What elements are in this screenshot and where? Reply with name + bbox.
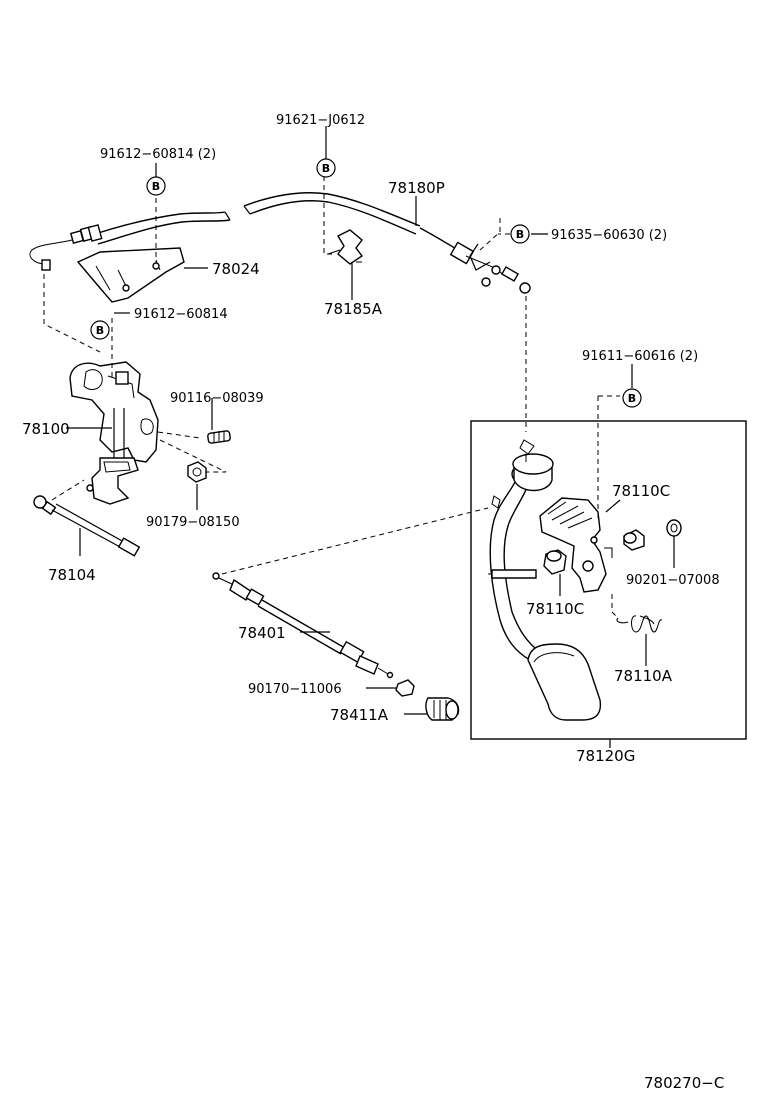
svg-text:B: B	[152, 180, 160, 193]
cap-78411a	[404, 697, 460, 721]
pedal-assembly-box	[470, 420, 747, 740]
bushing-78110c-bottom	[543, 549, 567, 596]
label-91612-60814-2: 91612−60814 (2)	[100, 147, 216, 162]
bolt-90116-08039	[207, 430, 231, 444]
label-91612-60814: 91612−60814	[134, 307, 228, 322]
label-90201-07008: 90201−07008	[626, 573, 720, 588]
label-90116-08039: 90116−08039	[170, 391, 264, 406]
label-78411a: 78411A	[330, 706, 389, 724]
label-78100: 78100	[22, 420, 70, 438]
accelerator-pedal-78120g	[488, 439, 602, 721]
accelerator-cable-78180p	[29, 192, 531, 294]
label-90179-08150: 90179−08150	[146, 515, 240, 530]
nut-90179-08150	[187, 461, 207, 483]
spring-78110a	[616, 615, 663, 666]
label-90170-11006: 90170−11006	[248, 682, 342, 697]
label-78120g: 78120G	[576, 747, 635, 765]
nut-90170-11006	[366, 679, 415, 697]
bushing-78110c-top	[605, 499, 645, 551]
bolt-marker-5: B	[622, 388, 642, 408]
label-78401: 78401	[238, 624, 286, 642]
label-78185a: 78185A	[324, 300, 383, 318]
label-78180p: 78180P	[388, 179, 445, 197]
label-78110c-bottom: 78110C	[526, 600, 584, 618]
label-78104: 78104	[48, 566, 96, 584]
dashed-leaders	[43, 176, 620, 619]
svg-text:B: B	[628, 392, 636, 405]
bolt-marker-4: B	[90, 320, 110, 340]
label-leaders	[114, 126, 633, 510]
bolt-marker-1: B	[316, 158, 336, 178]
rod-78104	[33, 495, 141, 557]
bolt-marker-2: B	[146, 176, 166, 196]
label-78110a: 78110A	[614, 667, 673, 685]
throttle-link-78100	[66, 361, 159, 505]
svg-text:B: B	[322, 162, 330, 175]
bracket-78024	[76, 247, 208, 303]
label-78110c-top: 78110C	[612, 482, 670, 500]
bolt-marker-3: B	[510, 224, 530, 244]
washer-90201-07008	[666, 519, 682, 568]
diagram-code: 780270−C	[644, 1074, 724, 1092]
label-91611-60616-2: 91611−60616 (2)	[582, 349, 698, 364]
label-78024: 78024	[212, 260, 260, 278]
clamp-78185a	[327, 229, 364, 300]
label-91621-j0612: 91621−J0612	[276, 113, 365, 128]
svg-text:B: B	[516, 228, 524, 241]
throttle-cable-78401	[212, 572, 394, 679]
svg-text:B: B	[96, 324, 104, 337]
bracket-78110c	[539, 497, 613, 593]
label-91635-60630-2: 91635−60630 (2)	[551, 228, 667, 243]
